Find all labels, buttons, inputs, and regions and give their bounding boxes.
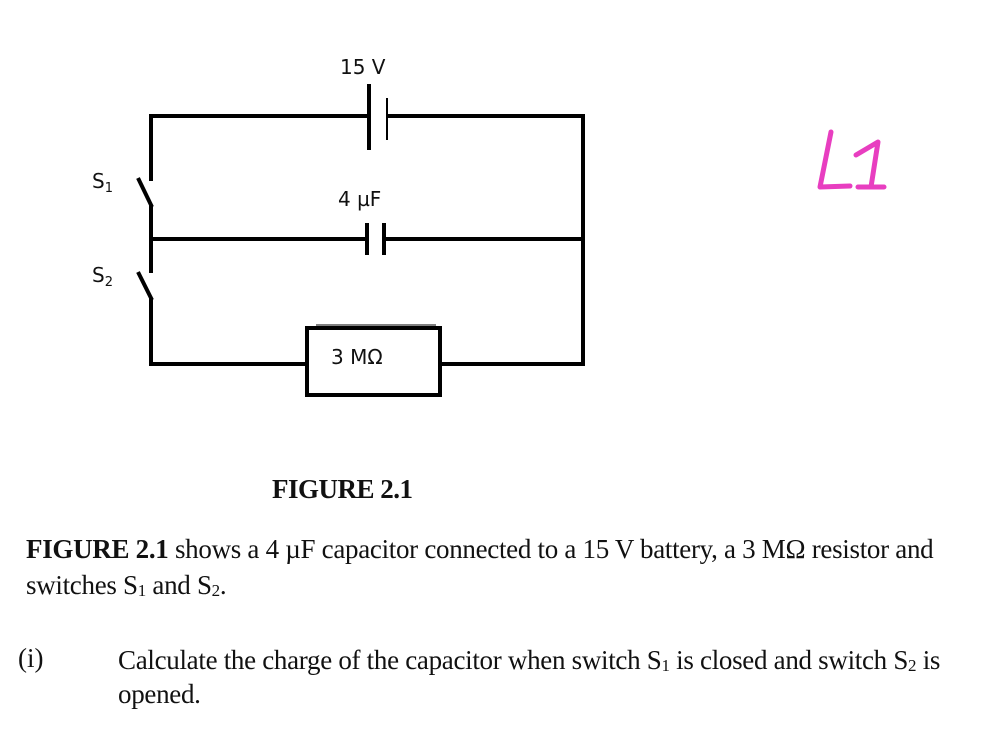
battery-label: 15 V xyxy=(340,55,386,79)
switch-s1-blade xyxy=(136,177,154,208)
description-text-2: and S xyxy=(145,570,212,600)
annotation-digit-1 xyxy=(853,139,887,190)
capacitor-branch: 4 µF xyxy=(149,187,585,255)
description-figure-ref: FIGURE 2.1 xyxy=(26,534,169,564)
description-text-3: . xyxy=(219,570,227,600)
resistor-label: 3 MΩ xyxy=(331,345,383,369)
resistor-branch: 3 MΩ xyxy=(149,324,585,397)
battery-branch: 15 V xyxy=(149,55,585,150)
circuit-diagram: 15 V 4 µF 3 MΩ S1 S2 xyxy=(92,55,585,397)
question-text-2: is closed and switch S xyxy=(669,645,909,675)
handwritten-annotation-l1: L1 xyxy=(817,129,887,190)
figure-description: FIGURE 2.1 shows a 4 µF capacitor connec… xyxy=(26,531,976,603)
question-sub-2: 2 xyxy=(908,656,917,675)
question-number: (i) xyxy=(18,643,44,673)
annotation-letter-l xyxy=(817,129,853,190)
question-sub-1: 1 xyxy=(661,656,671,675)
question-text-1: Calculate the charge of the capacitor wh… xyxy=(118,645,662,675)
description-sub-2: 2 xyxy=(211,581,221,600)
left-rail xyxy=(136,114,154,366)
description-sub-1: 1 xyxy=(137,581,147,600)
switch-s2-label: S2 xyxy=(92,263,113,290)
switch-s2-blade xyxy=(136,271,154,301)
resistor-box xyxy=(305,326,442,397)
capacitor-label: 4 µF xyxy=(338,187,381,211)
question-text-3: is opened. xyxy=(118,645,941,709)
switch-s1-label: S1 xyxy=(92,169,113,196)
figure-caption: FIGURE 2.1 xyxy=(272,474,413,504)
description-text-1: shows a 4 µF capacitor connected to a 15… xyxy=(26,534,934,600)
question-text: Calculate the charge of the capacitor wh… xyxy=(118,643,978,711)
